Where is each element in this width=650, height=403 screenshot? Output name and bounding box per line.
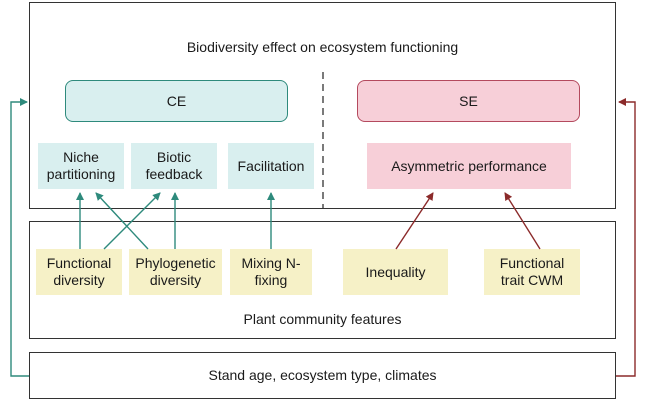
arrow-stand-age-left: [10, 98, 29, 377]
se-box: SE: [357, 80, 580, 122]
functional-diversity-box: Functional diversity: [36, 249, 122, 295]
functional-trait-cwm-box: Functional trait CWM: [484, 249, 580, 295]
plant-community-caption: Plant community features: [243, 311, 402, 327]
stand-age-panel: [29, 352, 616, 399]
ce-box: CE: [65, 80, 288, 122]
mixing-n-fixing-box: Mixing N-fixing: [230, 249, 312, 295]
niche-partitioning-box: Niche partitioning: [38, 143, 124, 189]
biodiversity-effect-title: Biodiversity effect on ecosystem functio…: [186, 39, 459, 55]
arrow-stand-age-right: [616, 98, 636, 377]
inequality-box: Inequality: [343, 249, 448, 295]
stand-age-caption: Stand age, ecosystem type, climates: [208, 367, 437, 383]
biotic-feedback-box: Biotic feedback: [131, 143, 217, 189]
asymmetric-performance-box: Asymmetric performance: [367, 143, 571, 189]
facilitation-box: Facilitation: [228, 143, 314, 189]
phylogenetic-diversity-box: Phylogenetic diversity: [129, 249, 222, 295]
